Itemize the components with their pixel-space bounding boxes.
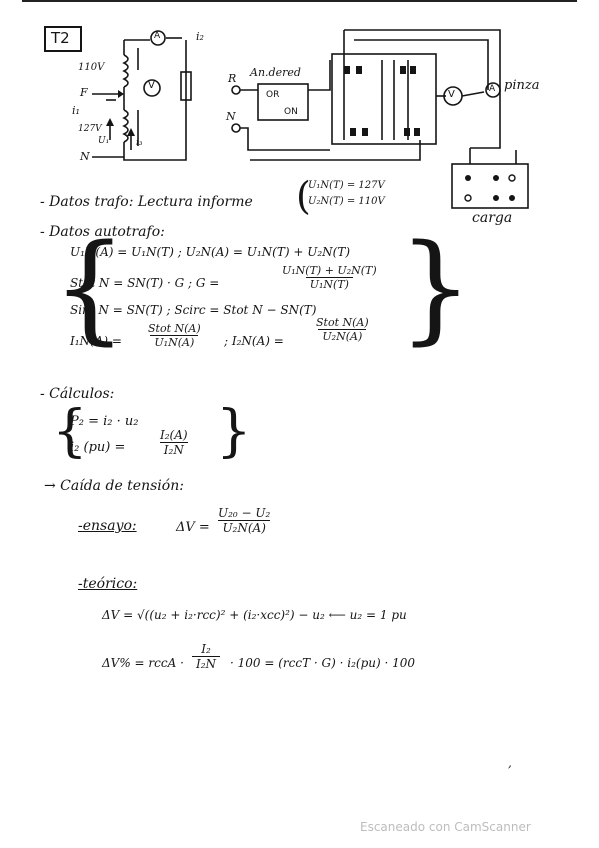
i1n-numerator: Stot N(A) (148, 322, 201, 335)
calc-line-1: P₂ = i₂ · u₂ (70, 414, 139, 429)
dv-fraction: I₂ I₂N (192, 642, 221, 671)
teorico-label: -teórico: (78, 576, 138, 592)
analyzer-off: OR (266, 90, 280, 100)
camscanner-watermark: Escaneado con CamScanner (360, 820, 531, 834)
i2pu-fraction: I₂(A) I₂N (156, 428, 192, 457)
calculos-heading: - Cálculos: (40, 386, 115, 402)
label-110v: 110V (78, 62, 105, 73)
label-r: R (228, 72, 237, 85)
autotrafo-brace-left: { (52, 218, 128, 356)
voltmeter-symbol-right: V (448, 89, 455, 100)
analyzer-title: An.dered (250, 66, 301, 79)
caida-heading: → Caída de tensión: (44, 478, 184, 494)
label-i1: i₁ (72, 104, 80, 117)
ensayo-fraction: U₂₀ − U₂ U₂N(A) (214, 506, 274, 535)
trafo-paren-open: ( (296, 174, 311, 218)
autotrafo-line-4a: I₁N(A) = (70, 334, 122, 348)
autotrafo-line-4b: ; I₂N(A) = (224, 334, 284, 348)
dv-numerator: I₂ (201, 642, 211, 656)
ammeter-symbol-right: A (489, 84, 496, 94)
teorico-line-1: ΔV = √((u₂ + i₂·rcc)² + (i₂·xcc)²) − u₂ … (102, 608, 407, 622)
stray-mark: , (508, 756, 512, 770)
ensayo-denominator: U₂N(A) (218, 520, 270, 535)
i2n-fraction: Stot N(A) U₂N(A) (312, 316, 373, 343)
label-i3: i₃ (136, 138, 143, 148)
ensayo-eq: ΔV = (176, 520, 210, 535)
g-fraction: U₁N(T) + U₂N(T) U₁N(T) (278, 264, 381, 291)
g-numerator: U₁N(T) + U₂N(T) (282, 264, 377, 277)
label-u1: U₁ (98, 136, 110, 146)
i1n-fraction: Stot N(A) U₁N(A) (144, 322, 205, 349)
label-n-right: N (226, 110, 236, 123)
label-pinza: pinza (504, 78, 540, 93)
analyzer-on: ON (284, 107, 298, 117)
i2pu-numerator: I₂(A) (160, 428, 188, 442)
calculos-brace-left: { (52, 399, 88, 464)
i2pu-denominator: I₂N (159, 442, 188, 457)
i2n-denominator: U₂N(A) (318, 329, 367, 343)
ensayo-label: -ensayo: (78, 518, 137, 534)
ammeter-symbol-left: A (154, 31, 161, 41)
label-carga: carga (472, 210, 513, 226)
teorico-line-2b: · 100 = (rccT · G) · i₂(pu) · 100 (230, 656, 416, 670)
label-f: F (80, 86, 88, 99)
label-127v: 127V (78, 124, 102, 134)
trafo-eq-2: U₂N(T) = 110V (308, 196, 385, 207)
autotrafo-line-1: U₁N(A) = U₁N(T) ; U₂N(A) = U₁N(T) + U₂N(… (70, 245, 351, 259)
dv-denominator: I₂N (192, 656, 221, 671)
label-i2: i₂ (196, 30, 204, 43)
autotrafo-line-2: Stot N = SN(T) · G ; G = (70, 276, 220, 290)
datos-trafo-heading: - Datos trafo: Lectura informe (40, 194, 253, 210)
ensayo-numerator: U₂₀ − U₂ (218, 506, 271, 520)
teorico-line-2a: ΔV% = rccA · (102, 656, 184, 670)
calculos-brace-right: } (216, 399, 252, 464)
t2-tag: T2 (51, 29, 70, 47)
trafo-eq-1: U₁N(T) = 127V (308, 180, 385, 191)
label-n-left: N (80, 150, 90, 163)
calc-line-2: i₂ (pu) = (70, 440, 126, 455)
voltmeter-symbol-left: V (148, 80, 155, 91)
autotrafo-brace-right: } (398, 218, 474, 356)
t2-tag-box: T2 (44, 26, 82, 52)
autotrafo-line-3: Sint N = SN(T) ; Scirc = Stot N − SN(T) (70, 303, 317, 317)
i2n-numerator: Stot N(A) (316, 316, 369, 329)
i1n-denominator: U₁N(A) (150, 335, 199, 349)
top-border-line (22, 0, 577, 2)
datos-autotrafo-heading: - Datos autotrafo: (40, 224, 165, 240)
g-denominator: U₁N(T) (305, 277, 353, 291)
